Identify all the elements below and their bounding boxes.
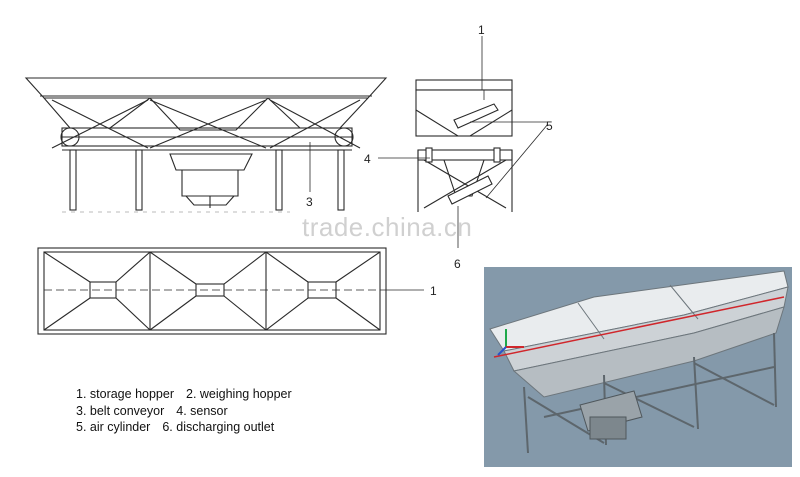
callout-1-plan: 1: [430, 284, 437, 298]
legend-item: 6. discharging outlet: [162, 420, 275, 434]
plan-view: [37, 247, 424, 335]
legend-item: 1. storage hopper: [76, 387, 174, 401]
legend-item: 4. sensor: [176, 403, 228, 418]
side-elevation-view: [378, 36, 549, 248]
legend-row-2: 3. belt conveyor 4. sensor: [76, 403, 304, 420]
legend-row-3: 5. air cylinder 6. discharging outlet: [76, 419, 304, 436]
parts-legend: 1. storage hopper 2. weighing hopper 3. b…: [76, 386, 304, 436]
callout-3: 3: [306, 195, 313, 209]
legend-item: 2. weighing hopper: [186, 387, 292, 401]
callout-4: 4: [364, 152, 371, 166]
legend-item: 5. air cylinder: [76, 420, 151, 434]
3d-render-image: [484, 267, 792, 467]
front-elevation-view: [24, 77, 388, 213]
legend-item: 3. belt conveyor: [76, 403, 165, 418]
callout-5: 5: [546, 119, 553, 133]
callout-1-top: 1: [478, 23, 485, 37]
callout-6: 6: [454, 257, 461, 271]
watermark-text: trade.china.cn: [302, 212, 473, 242]
legend-row-1: 1. storage hopper 2. weighing hopper: [76, 386, 304, 403]
